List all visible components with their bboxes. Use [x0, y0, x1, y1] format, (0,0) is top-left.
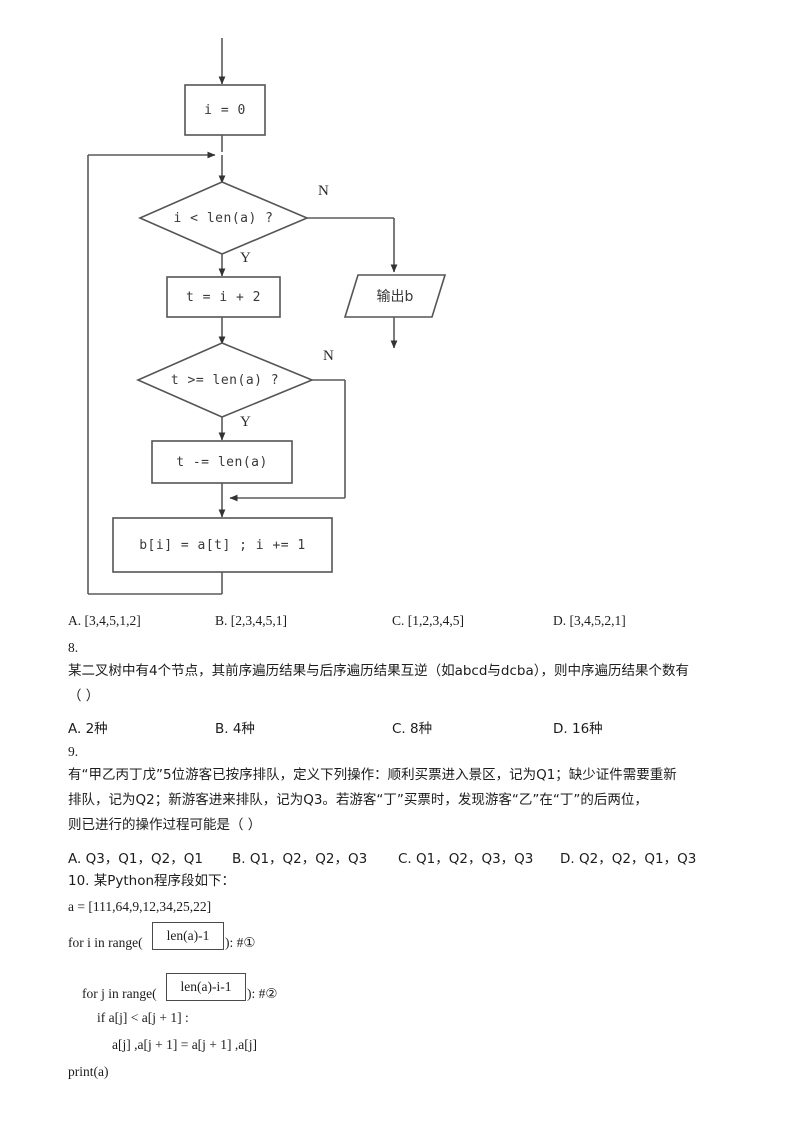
q10-stem: 10. 某Python程序段如下： [68, 873, 236, 889]
q9-option-b: B. Q1，Q2，Q2，Q3 [232, 851, 368, 867]
q9-option-d: D. Q2，Q2，Q1，Q3 [560, 851, 697, 867]
flowchart-node-cond1: i < len(a) ? [173, 210, 274, 226]
q9-stem-line-1: 有“甲乙丙丁戊”5位游客已按序排队，定义下列操作：顺利买票进入景区，记为Q1；缺… [68, 767, 677, 783]
flowchart-branch-cond1-no: N [318, 183, 329, 199]
q8-option-b: B. 4种 [215, 721, 255, 737]
q10-blank-1[interactable]: len(a)-1 [152, 922, 224, 950]
q9-number: 9. [68, 744, 79, 759]
q8-stem-line-2: （ ） [68, 688, 100, 704]
q10-for-i-suffix: ): #① [225, 935, 256, 950]
q10-for-j-suffix: ): #② [247, 986, 278, 1001]
q8-number: 8. [68, 640, 79, 655]
flowchart-diagram: i = 0 i < len(a) ? t = i + 2 输出b t >= le… [87, 38, 447, 595]
q8-stem-line-1: 某二叉树中有4个节点，其前序遍历结果与后序遍历结果互逆（如abcd与dcba），… [68, 663, 690, 679]
flowchart-node-cond2: t >= len(a) ? [170, 372, 280, 388]
q7-option-b: B. [2,3,4,5,1] [215, 613, 287, 628]
q10-blank-2[interactable]: len(a)-i-1 [166, 973, 246, 1001]
flowchart-node-output: 输出b [376, 289, 414, 305]
flowchart-svg [87, 38, 447, 595]
flowchart-node-adjust-t: t -= len(a) [176, 454, 268, 470]
flowchart-branch-cond2-no: N [323, 348, 334, 364]
q10-for-i-prefix: for i in range( [68, 935, 143, 950]
q7-option-a: A. [3,4,5,1,2] [68, 613, 141, 628]
q7-option-d: D. [3,4,5,2,1] [553, 613, 626, 628]
q9-stem-line-3: 则已进行的操作过程可能是（ ） [68, 817, 262, 833]
q10-print-line: print(a) [68, 1064, 109, 1079]
q9-stem-line-2: 排队，记为Q2；新游客进来排队，记为Q3。若游客“丁”买票时，发现游客“乙”在“… [68, 792, 648, 808]
flowchart-node-assign-t: t = i + 2 [186, 289, 261, 305]
q8-option-c: C. 8种 [392, 721, 433, 737]
q9-option-c: C. Q1，Q2，Q3，Q3 [398, 851, 534, 867]
flowchart-node-body: b[i] = a[t] ; i += 1 [139, 537, 306, 553]
flowchart-branch-cond2-yes: Y [240, 414, 251, 430]
q9-option-a: A. Q3，Q1，Q2，Q1 [68, 851, 203, 867]
q7-option-c: C. [1,2,3,4,5] [392, 613, 464, 628]
q8-option-a: A. 2种 [68, 721, 108, 737]
q8-option-d: D. 16种 [553, 721, 603, 737]
q10-if-line: if a[j] < a[j + 1] : [97, 1010, 189, 1025]
flowchart-branch-cond1-yes: Y [240, 250, 251, 266]
q10-for-j-prefix: for j in range( [82, 986, 157, 1001]
flowchart-node-init: i = 0 [204, 102, 246, 118]
q10-swap-line: a[j] ,a[j + 1] = a[j + 1] ,a[j] [112, 1037, 258, 1052]
q10-code-line-a: a = [111,64,9,12,34,25,22] [68, 899, 212, 914]
